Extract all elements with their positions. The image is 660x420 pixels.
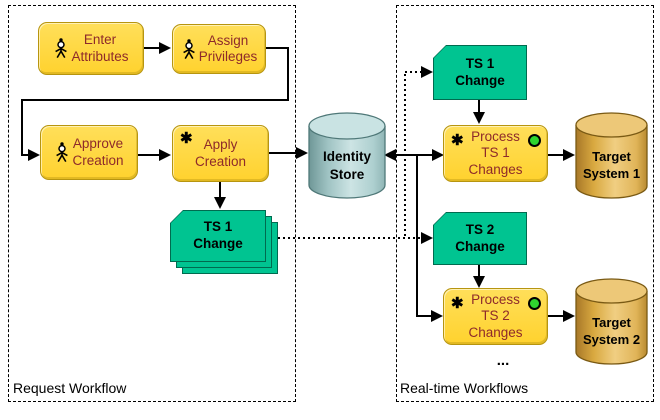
node-approve-creation: Approve Creation: [40, 125, 138, 180]
person-icon: [182, 38, 195, 59]
node-apply-creation: ✱ Apply Creation: [172, 125, 269, 182]
realtime-workflows-region: [396, 5, 654, 402]
database-cylinder-icon: [575, 278, 648, 365]
arrowheads: [28, 42, 575, 322]
node-label: Target System 2: [582, 315, 641, 347]
node-assign-privileges: Assign Privileges: [172, 24, 266, 74]
node-label: Enter Attributes: [71, 32, 129, 64]
database-cylinder-icon: [575, 112, 648, 199]
more-workflows-indicator: ...: [496, 352, 510, 369]
node-label: Identity Store: [322, 149, 371, 182]
realtime-workflows-region-label: Real-time Workflows: [400, 380, 529, 396]
person-icon: [56, 142, 69, 163]
node-enter-attributes: Enter Attributes: [38, 22, 144, 75]
node-target-system-1: [575, 112, 648, 205]
arrow-assign-to-approve: [21, 47, 289, 156]
node-label: Process TS 1 Changes: [468, 128, 523, 177]
green-dot-icon: [528, 297, 541, 310]
node-label: TS 1 Change: [193, 219, 243, 251]
node-label: Apply Creation: [194, 137, 247, 169]
node-label: Process TS 2 Changes: [468, 291, 523, 340]
request-workflow-region: [8, 5, 296, 402]
node-label: Target System 1: [582, 149, 641, 181]
automated-task-icon: ✱: [451, 132, 464, 149]
automated-task-icon: ✱: [180, 130, 193, 147]
node-label: Approve Creation: [72, 136, 124, 168]
node-process-ts1-changes: ✱ Process TS 1 Changes: [443, 125, 548, 182]
node-ts1-change: TS 1 Change: [433, 45, 527, 100]
node-process-ts2-changes: ✱ Process TS 2 Changes: [443, 288, 548, 345]
dotted-event-routing-lines: [278, 71, 421, 239]
arrow-branch-to-process-ts2: [416, 155, 431, 317]
node-label: Assign Privileges: [198, 32, 258, 64]
node-target-system-2: [575, 278, 648, 371]
node-label: TS 2 Change: [455, 221, 505, 254]
database-cylinder-icon: [308, 112, 386, 199]
automated-task-icon: ✱: [451, 295, 464, 312]
node-ts2-change: TS 2 Change: [433, 212, 527, 265]
node-label: TS 1 Change: [455, 55, 505, 88]
node-ts1-change-queue: TS 1 Change: [170, 210, 266, 262]
green-dot-icon: [528, 134, 541, 147]
request-workflow-region-label: Request Workflow: [13, 380, 127, 396]
node-identity-store: [308, 112, 386, 205]
person-icon: [55, 38, 68, 59]
